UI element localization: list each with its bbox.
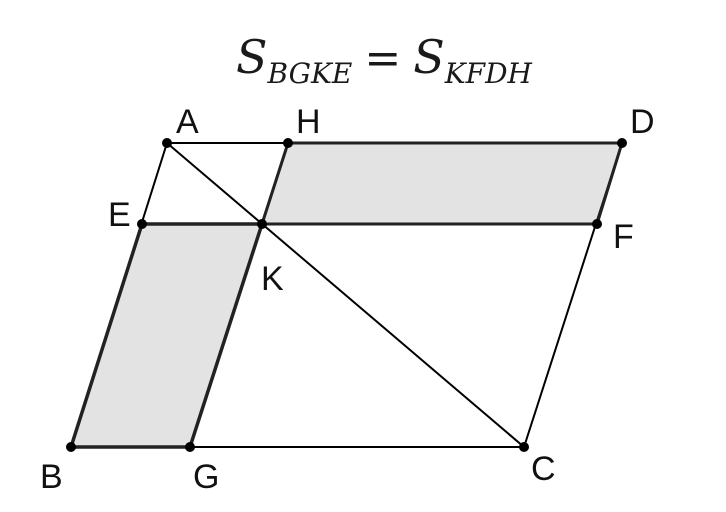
label-a: A — [176, 103, 199, 141]
label-h: H — [296, 103, 321, 141]
label-k: K — [261, 260, 284, 298]
point-h — [283, 138, 293, 148]
label-c: C — [531, 450, 556, 488]
point-c — [519, 442, 529, 452]
label-d: D — [630, 103, 655, 141]
point-d — [617, 138, 627, 148]
area-subscript-1: BGKE — [267, 57, 353, 90]
point-e — [137, 219, 147, 229]
label-e: E — [108, 196, 131, 234]
point-f — [592, 219, 602, 229]
diagonal-ac — [166, 142, 525, 448]
shaded-region-bgke — [71, 224, 262, 447]
point-k — [257, 219, 267, 229]
area-subscript-2: KFDH — [444, 57, 533, 90]
label-g: G — [193, 458, 219, 496]
label-f: F — [613, 218, 634, 256]
area-symbol-1: S — [236, 30, 268, 84]
point-a — [162, 138, 172, 148]
label-b: B — [40, 458, 63, 496]
shaded-region-kfdh — [262, 143, 622, 224]
area-equation: SBGKE=SKFDH — [236, 30, 533, 90]
point-b — [66, 442, 76, 452]
equals-sign: = — [364, 33, 401, 84]
area-symbol-2: S — [413, 30, 445, 84]
point-g — [185, 442, 195, 452]
